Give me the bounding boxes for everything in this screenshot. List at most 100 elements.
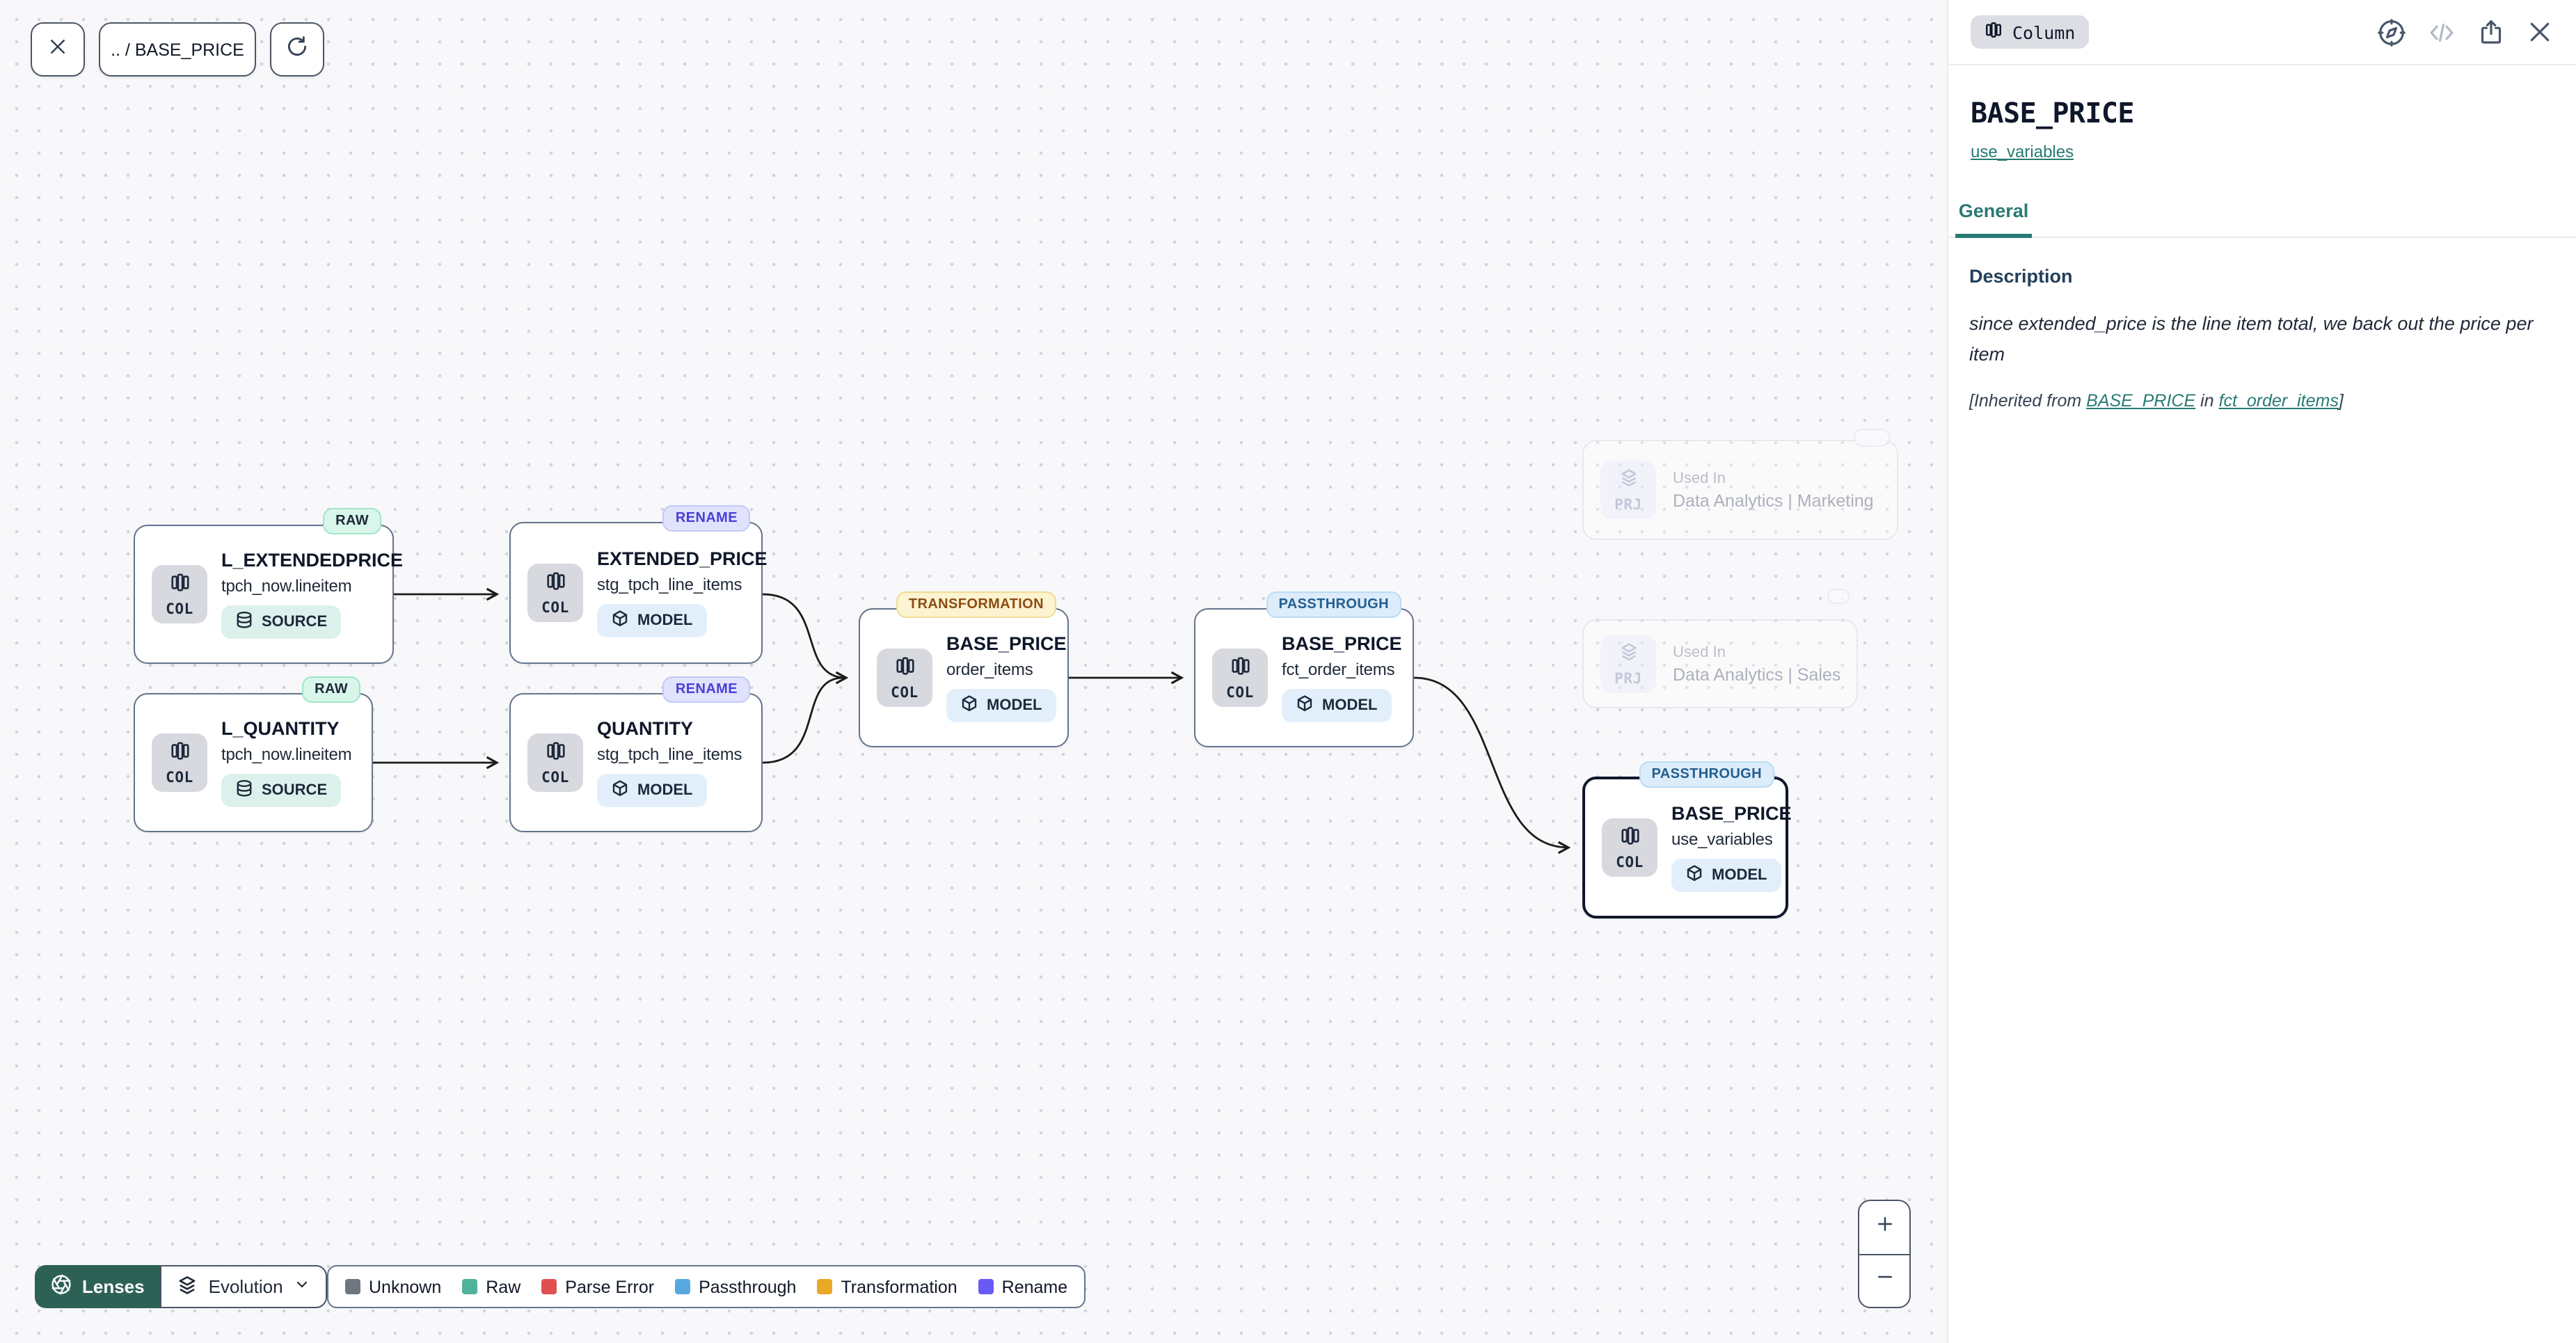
legend-label: Unknown (369, 1277, 442, 1296)
minus-icon (1874, 1267, 1895, 1295)
columns-icon (169, 740, 190, 768)
node-quantity[interactable]: RENAME COL QUANTITY stg_tpch_line_items … (509, 676, 763, 832)
node-subtitle: stg_tpch_line_items (597, 575, 742, 595)
column-icon-label: COL (1616, 854, 1644, 871)
columns-icon (1619, 825, 1640, 852)
cube-icon (1685, 864, 1703, 887)
plus-icon (1874, 1214, 1895, 1241)
breadcrumb[interactable]: .. / BASE_PRICE (99, 22, 256, 77)
cube-icon (611, 779, 629, 802)
refresh-icon (285, 34, 309, 65)
model-badge: MODEL (597, 774, 707, 808)
node-subtitle: order_items (946, 660, 1033, 680)
node-subtitle: fct_order_items (1282, 660, 1395, 680)
inherited-suffix: ] (2338, 390, 2344, 411)
legend-item-transformation: Transformation (817, 1277, 957, 1296)
inherited-column-link[interactable]: BASE_PRICE (2086, 390, 2196, 411)
code-button[interactable] (2427, 17, 2456, 47)
refresh-button[interactable] (270, 22, 324, 77)
model-badge-label: MODEL (1322, 697, 1378, 715)
node-title: BASE_PRICE (946, 633, 1067, 654)
node-title: BASE_PRICE (1282, 633, 1402, 654)
zoom-in-button[interactable] (1859, 1201, 1909, 1255)
model-badge: MODEL (597, 604, 707, 638)
faded-badge (1854, 429, 1890, 447)
column-icon-box: COL (877, 649, 932, 707)
legend-swatch (345, 1279, 360, 1294)
column-icon-label: COL (1226, 684, 1254, 701)
model-badge: MODEL (1671, 859, 1781, 893)
node-l-extendedprice[interactable]: RAW COL L_EXTENDEDPRICE tpch_now.lineite… (134, 508, 403, 664)
lens-selector-dropdown[interactable]: Evolution (159, 1265, 328, 1308)
project-icon-label: PRJ (1614, 496, 1642, 513)
used-in-node-sales[interactable]: PRJ Used In Data Analytics | Sales (1582, 619, 1858, 708)
share-button[interactable] (2477, 18, 2505, 46)
lenses-control: Lenses Evolution (35, 1265, 328, 1308)
legend-swatch (675, 1279, 691, 1294)
cube-icon (611, 610, 629, 632)
layers-icon (1618, 641, 1639, 669)
close-lineage-button[interactable] (31, 22, 85, 77)
node-base-price-order-items[interactable]: TRANSFORMATION COL BASE_PRICE order_item… (859, 591, 1069, 747)
used-in-node-marketing[interactable]: PRJ Used In Data Analytics | Marketing (1582, 440, 1898, 540)
close-icon (47, 35, 68, 63)
node-extended-price[interactable]: RENAME COL EXTENDED_PRICE stg_tpch_line_… (509, 505, 768, 664)
source-badge-label: SOURCE (262, 614, 328, 631)
column-icon-label: COL (891, 684, 919, 701)
inherited-note: [Inherited from BASE_PRICE in fct_order_… (1969, 390, 2554, 410)
node-subtitle: tpch_now.lineitem (221, 745, 352, 765)
zoom-out-button[interactable] (1859, 1255, 1909, 1307)
node-title: EXTENDED_PRICE (597, 548, 768, 569)
details-panel: Column BASE_PRICE use_variables (1947, 0, 2576, 1343)
node-base-price-use-variables[interactable]: PASSTHROUGH COL BASE_PRICE use_variables… (1582, 761, 1792, 919)
columns-icon (169, 571, 190, 599)
node-base-price-fct-order-items[interactable]: PASSTHROUGH COL BASE_PRICE fct_order_ite… (1194, 591, 1414, 747)
model-badge-label: MODEL (637, 612, 693, 630)
panel-tabs: General (1948, 199, 2576, 238)
used-in-name: Data Analytics | Sales (1673, 665, 1841, 684)
lineage-type-badge: RENAME (662, 505, 750, 532)
node-title: BASE_PRICE (1671, 802, 1792, 824)
source-badge: SOURCE (221, 605, 342, 639)
panel-body-header: BASE_PRICE use_variables (1948, 65, 2576, 164)
cube-icon (960, 694, 978, 717)
lens-selected-label: Evolution (208, 1276, 283, 1297)
column-icon-box: COL (527, 564, 583, 622)
aperture-icon (50, 1273, 72, 1300)
used-in-name: Data Analytics | Marketing (1673, 491, 1874, 510)
legend-swatch (978, 1279, 994, 1294)
panel-header-actions (2377, 17, 2554, 47)
model-badge-label: MODEL (1712, 867, 1767, 884)
entity-type-label: Column (2012, 22, 2076, 42)
lineage-type-badge: RAW (323, 508, 381, 534)
legend-item-passthrough: Passthrough (675, 1277, 796, 1296)
lineage-legend: Unknown Raw Parse Error Passthrough Tran… (327, 1265, 1086, 1308)
chevron-down-icon (294, 1276, 311, 1297)
lineage-canvas[interactable]: .. / BASE_PRICE RAW COL L_EXTENDEDPRICE … (0, 0, 1947, 1343)
breadcrumb-label: .. / BASE_PRICE (111, 40, 244, 59)
close-panel-button[interactable] (2526, 18, 2554, 46)
node-title: L_EXTENDEDPRICE (221, 549, 404, 571)
database-icon (235, 779, 253, 802)
layers-icon (1618, 467, 1639, 495)
explore-compass-button[interactable] (2377, 17, 2406, 47)
project-icon-box: PRJ (1600, 461, 1656, 519)
legend-swatch (462, 1279, 478, 1294)
tab-general[interactable]: General (1955, 200, 2032, 238)
column-icon-box: COL (1212, 649, 1268, 707)
model-badge-label: MODEL (637, 782, 693, 800)
description-section: Description since extended_price is the … (1948, 238, 2576, 410)
columns-icon (545, 570, 566, 598)
used-in-label: Used In (1673, 470, 1726, 486)
legend-item-parse-error: Parse Error (541, 1277, 654, 1296)
cube-icon (1296, 694, 1314, 717)
node-l-quantity[interactable]: RAW COL L_QUANTITY tpch_now.lineitem SOU… (134, 676, 373, 832)
description-text: since extended_price is the line item to… (1969, 313, 2534, 365)
source-badge: SOURCE (221, 774, 342, 808)
inherited-model-link[interactable]: fct_order_items (2218, 390, 2339, 411)
lenses-button[interactable]: Lenses (35, 1265, 160, 1308)
model-link[interactable]: use_variables (1971, 142, 2074, 161)
column-icon-label: COL (541, 599, 569, 616)
project-icon-label: PRJ (1614, 670, 1642, 687)
legend-label: Passthrough (699, 1277, 797, 1296)
